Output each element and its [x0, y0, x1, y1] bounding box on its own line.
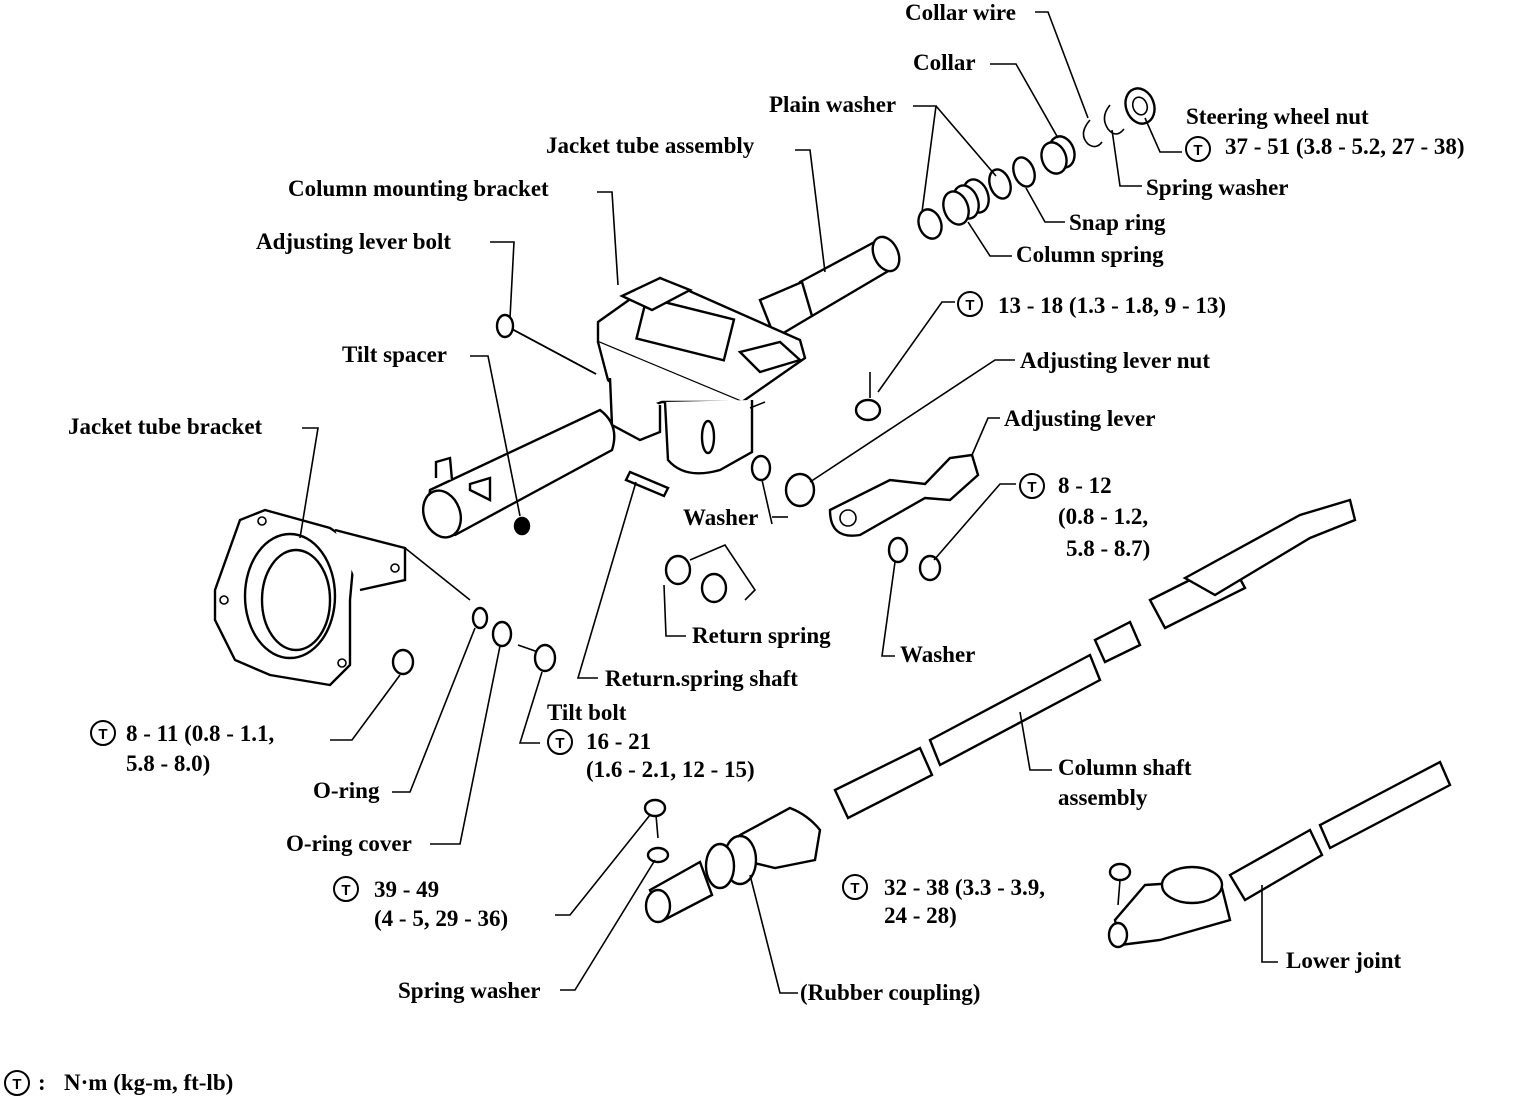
svg-text:T: T: [555, 735, 564, 752]
label-spring-washer-bottom: Spring washer: [398, 978, 541, 1003]
column-spring-part: [942, 178, 990, 226]
return-spring-part: [664, 544, 757, 604]
label-collar: Collar: [913, 50, 976, 75]
label-rubber-coupling: (Rubber coupling): [800, 980, 980, 1005]
label-washer-right: Washer: [900, 642, 975, 667]
label-tilt-bolt-torque-1: 16 - 21: [586, 729, 651, 754]
plain-washer-part: [988, 168, 1012, 200]
o-ring-cover-part: [491, 620, 513, 648]
lower-joint-bolt-part: [1108, 862, 1132, 906]
return-spring-shaft-part: [624, 470, 670, 498]
label-bracket-nut-torque-1: 8 - 11 (0.8 - 1.1,: [126, 721, 274, 746]
torque-symbol-lever-bolt: T: [1019, 473, 1045, 499]
label-bracket-nut-torque-2: 5.8 - 8.0): [126, 751, 210, 776]
lever-bolt-part: [918, 554, 942, 582]
torque-symbol-coupling-bolt: T: [333, 876, 359, 902]
washer-right-part: [887, 536, 909, 564]
label-lower-joint: Lower joint: [1286, 948, 1402, 973]
snap-ring-part: [1012, 156, 1036, 188]
adjusting-lever-bolt-part: [495, 313, 597, 375]
column-shaft-part: [833, 498, 1357, 820]
jacket-tube-bracket-part: [213, 508, 407, 687]
collar-wire-part: [1082, 119, 1103, 148]
label-adjusting-lever-nut: Adjusting lever nut: [1020, 348, 1210, 373]
label-jacket-tube-bracket: Jacket tube bracket: [68, 414, 263, 439]
svg-text:T: T: [1193, 142, 1202, 159]
torque-symbol-steering-wheel-nut: T: [1185, 136, 1211, 162]
leader-lines: [299, 11, 1278, 994]
adjusting-lever-nut-part: [784, 472, 816, 508]
tilt-bolt-part: [517, 643, 557, 673]
labels: Collar wire Collar Plain washer Steering…: [68, 0, 1465, 1005]
label-lower-joint-torque-2: 24 - 28): [884, 903, 957, 928]
svg-text:T: T: [98, 726, 107, 743]
lower-joint-part: [1107, 760, 1452, 949]
coupling-bolt-part: [643, 798, 670, 864]
svg-text:T: T: [850, 880, 859, 897]
label-coupling-bolt-torque-2: (4 - 5, 29 - 36): [374, 906, 508, 931]
svg-text:T: T: [965, 297, 974, 314]
label-adjusting-lever-bolt: Adjusting lever bolt: [256, 229, 451, 254]
label-lever-bolt-torque-1: 8 - 12: [1058, 473, 1112, 498]
plain-washer-lower-part: [917, 208, 943, 240]
jacket-tube-upper-part: [758, 235, 901, 340]
parts-drawing: [213, 87, 1452, 949]
label-lever-bolt-torque-2: (0.8 - 1.2,: [1058, 504, 1148, 529]
label-coupling-bolt-torque-1: 39 - 49: [374, 877, 439, 902]
o-ring-part: [471, 606, 489, 630]
label-tilt-bolt: Tilt bolt: [547, 700, 627, 725]
spring-washer-top-part: [1103, 104, 1125, 135]
label-column-spring: Column spring: [1016, 242, 1164, 267]
label-tilt-spacer: Tilt spacer: [342, 342, 447, 367]
label-column-shaft-assembly-1: Column shaft: [1058, 755, 1192, 780]
adjusting-lever-part: [828, 453, 980, 537]
torque-symbol-tilt-bolt: T: [547, 729, 573, 755]
legend: T : N·m (kg-m, ft-lb): [4, 1070, 233, 1096]
label-washer-mid: Washer: [683, 505, 758, 530]
label-column-mounting-bracket: Column mounting bracket: [288, 176, 549, 201]
bracket-nut-part: [391, 648, 415, 676]
washer-mid-part: [750, 454, 772, 482]
steering-wheel-nut-part: [1124, 87, 1156, 125]
tilt-spacer-part: [513, 516, 531, 536]
label-adjusting-lever: Adjusting lever: [1004, 406, 1155, 431]
label-column-shaft-assembly-2: assembly: [1058, 785, 1148, 810]
legend-units: N·m (kg-m, ft-lb): [64, 1070, 233, 1095]
svg-text:T: T: [1027, 479, 1036, 496]
label-o-ring-cover: O-ring cover: [286, 831, 412, 856]
label-o-ring: O-ring: [313, 778, 380, 803]
torque-symbol-bracket-nut: T: [90, 720, 116, 746]
svg-text:T: T: [12, 1076, 21, 1093]
torque-symbol-bracket-bolt: T: [957, 291, 983, 317]
label-jacket-tube-assembly: Jacket tube assembly: [546, 133, 755, 158]
label-steering-wheel-nut-torque: 37 - 51 (3.8 - 5.2, 27 - 38): [1225, 134, 1465, 159]
label-lower-joint-torque-1: 32 - 38 (3.3 - 3.9,: [884, 875, 1045, 900]
label-tilt-bolt-torque-2: (1.6 - 2.1, 12 - 15): [586, 757, 755, 782]
label-return-spring-shaft: Return.spring shaft: [605, 666, 798, 691]
bracket-bolt-part: [854, 372, 882, 422]
legend-torque-symbol: T: [4, 1070, 30, 1096]
legend-separator: :: [38, 1070, 46, 1095]
jacket-tube-lower-part: [421, 408, 616, 539]
rubber-coupling-part: [644, 806, 822, 924]
column-mounting-bracket-part: [596, 276, 807, 475]
svg-text:T: T: [341, 882, 350, 899]
label-collar-wire: Collar wire: [905, 0, 1016, 25]
label-bracket-bolt-torque: 13 - 18 (1.3 - 1.8, 9 - 13): [998, 293, 1226, 318]
label-snap-ring: Snap ring: [1069, 210, 1166, 235]
label-plain-washer: Plain washer: [769, 92, 896, 117]
label-steering-wheel-nut: Steering wheel nut: [1186, 104, 1369, 129]
label-lever-bolt-torque-3: 5.8 - 8.7): [1066, 536, 1150, 561]
label-spring-washer-top: Spring washer: [1146, 175, 1289, 200]
torque-symbol-lower-joint: T: [842, 874, 868, 900]
label-return-spring: Return spring: [692, 623, 831, 648]
collar-part: [1040, 135, 1076, 175]
